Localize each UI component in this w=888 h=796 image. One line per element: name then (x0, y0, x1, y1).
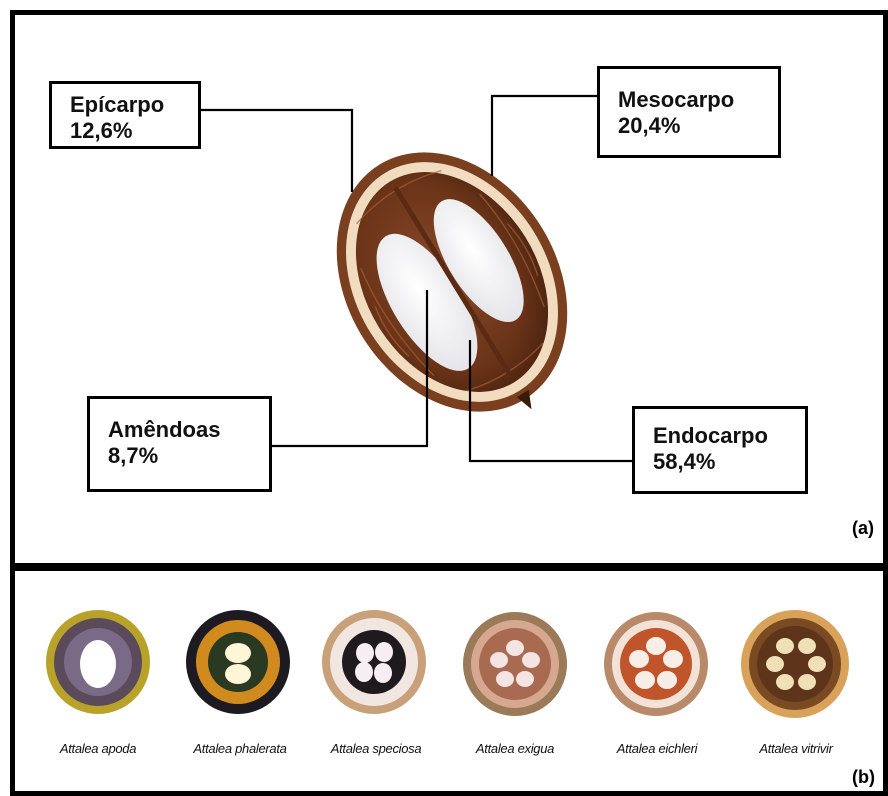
caption-attalea-apoda: Attalea apoda (60, 741, 136, 756)
seed (496, 671, 514, 687)
seed (808, 656, 826, 672)
section-attalea-eichleri (604, 612, 708, 716)
seed (225, 664, 251, 684)
caption-attalea-phalerata: Attalea phalerata (193, 741, 286, 756)
seed (522, 652, 540, 668)
seed (798, 674, 816, 690)
seed (490, 652, 508, 668)
section-attalea-apoda (46, 610, 150, 714)
seed (506, 640, 524, 656)
section-attalea-vitrivir (741, 610, 849, 718)
caption-attalea-speciosa: Attalea speciosa (331, 741, 422, 756)
seed (516, 671, 534, 687)
seed (646, 637, 666, 655)
seed (375, 642, 393, 662)
seed (80, 640, 116, 688)
panel-b-letter: (b) (852, 767, 875, 788)
section-attalea-phalerata (186, 610, 290, 714)
caption-attalea-eichleri: Attalea eichleri (617, 741, 697, 756)
seed (776, 638, 794, 654)
seed (776, 674, 794, 690)
seed (663, 650, 683, 668)
caption-attalea-exigua: Attalea exigua (476, 741, 554, 756)
seed (225, 643, 251, 663)
seed (355, 662, 373, 682)
seed (356, 643, 374, 663)
seed (635, 671, 655, 689)
section-attalea-speciosa (322, 610, 426, 714)
seed (657, 671, 677, 689)
section-attalea-exigua (463, 612, 567, 716)
caption-attalea-vitrivir: Attalea vitrivir (759, 741, 832, 756)
seed (629, 650, 649, 668)
seed (374, 663, 392, 683)
seed (766, 656, 784, 672)
seed (798, 638, 816, 654)
